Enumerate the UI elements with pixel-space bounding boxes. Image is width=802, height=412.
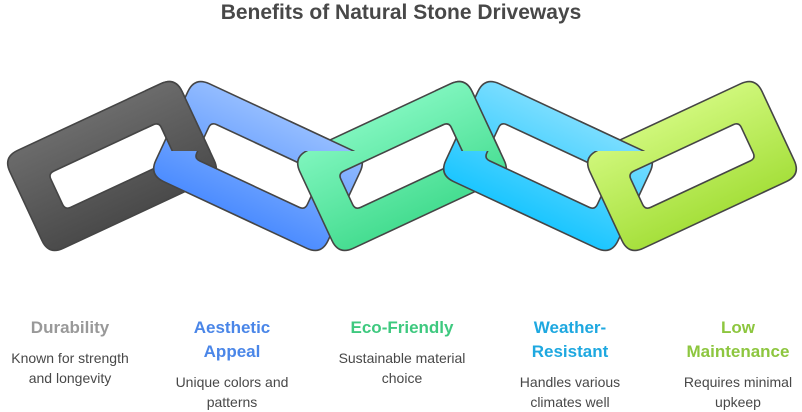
benefit-heading: Durability <box>0 316 145 340</box>
chain-interlock-overlay <box>145 80 218 151</box>
benefit-description: Handles various climates well <box>495 372 645 412</box>
benefit-description-line: choice <box>381 370 423 386</box>
benefit-description-line: Sustainable material <box>338 350 466 366</box>
chain-interlock-overlay <box>435 80 508 151</box>
chain-graphic <box>6 80 798 252</box>
benefit-description: Sustainable material choice <box>327 348 477 388</box>
benefit-heading-line: Resistant <box>531 342 609 361</box>
benefit-heading-line: Maintenance <box>686 342 790 361</box>
benefit-description: Known for strength and longevity <box>0 348 145 388</box>
benefit-description: Unique colors and patterns <box>157 372 307 412</box>
benefit-heading-line: Appeal <box>203 342 261 361</box>
benefit-description-line: Unique colors and <box>175 374 289 390</box>
benefit-heading: Weather- Resistant <box>495 316 645 364</box>
benefit-description-line: patterns <box>206 394 258 410</box>
benefit-heading-line: Low <box>721 318 755 337</box>
benefit-heading-line: Weather- <box>533 318 607 337</box>
benefit-description-line: climates well <box>530 394 610 410</box>
benefit-heading-line: Durability <box>30 318 110 337</box>
benefit-heading-line: Aesthetic <box>193 318 271 337</box>
benefit-description-line: Handles various <box>519 374 621 390</box>
benefit-description-line: and longevity <box>28 370 112 386</box>
benefit-heading-line: Eco-Friendly <box>350 318 454 337</box>
benefit-description-line: Known for strength <box>11 350 129 366</box>
diagram-title: Benefits of Natural Stone Driveways <box>220 1 582 24</box>
benefit-description-line: Requires minimal <box>683 374 793 390</box>
benefit-heading: Eco-Friendly <box>327 316 477 340</box>
benefit-description: Requires minimal upkeep <box>663 372 802 412</box>
benefit-description-line: upkeep <box>715 394 761 410</box>
chain-link-low-maintenance <box>586 80 798 252</box>
chain-link-shape <box>586 80 798 252</box>
